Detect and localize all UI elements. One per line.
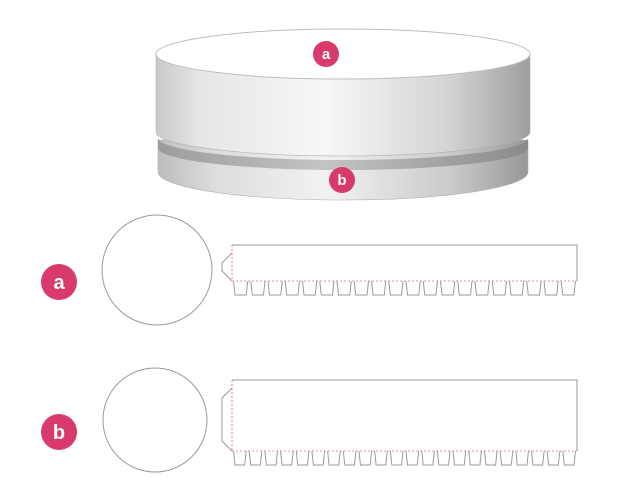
- base-strip-notch-tab: [311, 450, 326, 466]
- lid-strip-notch-tab: [250, 280, 266, 296]
- marker-base: b: [329, 167, 355, 193]
- box-lid-top: [155, 28, 531, 80]
- marker-lid: a: [313, 41, 339, 67]
- base-strip-notch-tab: [562, 450, 576, 466]
- lid-strip-notch-tab: [302, 280, 318, 296]
- base-strip-notch-tab: [499, 450, 514, 466]
- lid-strip-glue-tab: [221, 252, 233, 282]
- marker-base-circle: [329, 167, 355, 193]
- row-b-marker: b: [41, 414, 77, 450]
- lid-strip-notch-tab: [284, 280, 300, 296]
- marker-lid-circle: [313, 41, 339, 67]
- lid-strip-notch-tab: [440, 280, 456, 296]
- base-strip-glue-tab: [221, 387, 233, 452]
- base-strip-notch-tab: [405, 450, 420, 466]
- base-strip-notch-tab: [546, 450, 561, 466]
- round-box-3d: [155, 28, 531, 201]
- lid-strip-outline: [232, 244, 578, 281]
- base-strip-notch-tab: [436, 450, 451, 466]
- base-strip-notch-tab: [264, 450, 279, 466]
- lid-strip-notch-tab: [336, 280, 352, 296]
- base-strip-outline: [232, 379, 578, 451]
- lid-strip-notch-tab: [543, 280, 559, 296]
- lid-strip-notch-tab: [353, 280, 369, 296]
- lid-strip-notch-tab: [457, 280, 473, 296]
- base-side-strip: [221, 379, 578, 466]
- row-a-marker-label: a: [53, 272, 65, 294]
- box-groove: [158, 138, 528, 170]
- lid-strip-notch-tab: [388, 280, 404, 296]
- base-strip-notch-tab: [295, 450, 310, 466]
- lid-top-disc: [101, 214, 213, 326]
- base-strip-notch-tab: [483, 450, 498, 466]
- lid-side-strip: [221, 244, 578, 296]
- lid-strip-notch-tab: [267, 280, 283, 296]
- base-strip-notch-tab: [452, 450, 467, 466]
- lid-strip-notch-tab: [526, 280, 542, 296]
- lid-strip-notch-tab: [371, 280, 387, 296]
- lid-strip-notch-tab: [233, 280, 249, 296]
- lid-strip-notch-tab: [474, 280, 490, 296]
- row-a-marker-circle: [41, 264, 77, 300]
- base-strip-notch-tab: [389, 450, 404, 466]
- base-strip-notch-tab: [530, 450, 545, 466]
- base-strip-notch-tab: [233, 450, 247, 466]
- marker-lid-label: a: [322, 46, 331, 63]
- base-strip-notch-tab: [374, 450, 388, 466]
- base-strip-notch-tab: [280, 450, 294, 466]
- box-lid-side: [155, 53, 531, 157]
- lid-strip-notch-tab: [405, 280, 421, 296]
- lid-strip-notch-tab: [491, 280, 507, 296]
- base-strip-notch-tab: [342, 450, 357, 466]
- row-b-marker-circle: [41, 414, 77, 450]
- base-strip-notch-tab: [468, 450, 482, 466]
- base-strip-notch-tab: [248, 450, 263, 466]
- base-strip-notch-tab: [421, 450, 435, 466]
- lid-strip-notch-tab: [560, 280, 576, 296]
- base-bottom-disc: [102, 367, 208, 473]
- lid-strip-notch-tab: [422, 280, 438, 296]
- lid-strip-notch-tab: [319, 280, 335, 296]
- base-strip-notch-tab: [327, 450, 341, 466]
- base-strip-notch-tab: [515, 450, 529, 466]
- base-strip-notch-tab: [358, 450, 373, 466]
- row-b-marker-label: b: [53, 422, 65, 444]
- marker-base-label: b: [337, 172, 346, 189]
- lid-strip-notch-tab: [509, 280, 525, 296]
- row-a-marker: a: [41, 264, 77, 300]
